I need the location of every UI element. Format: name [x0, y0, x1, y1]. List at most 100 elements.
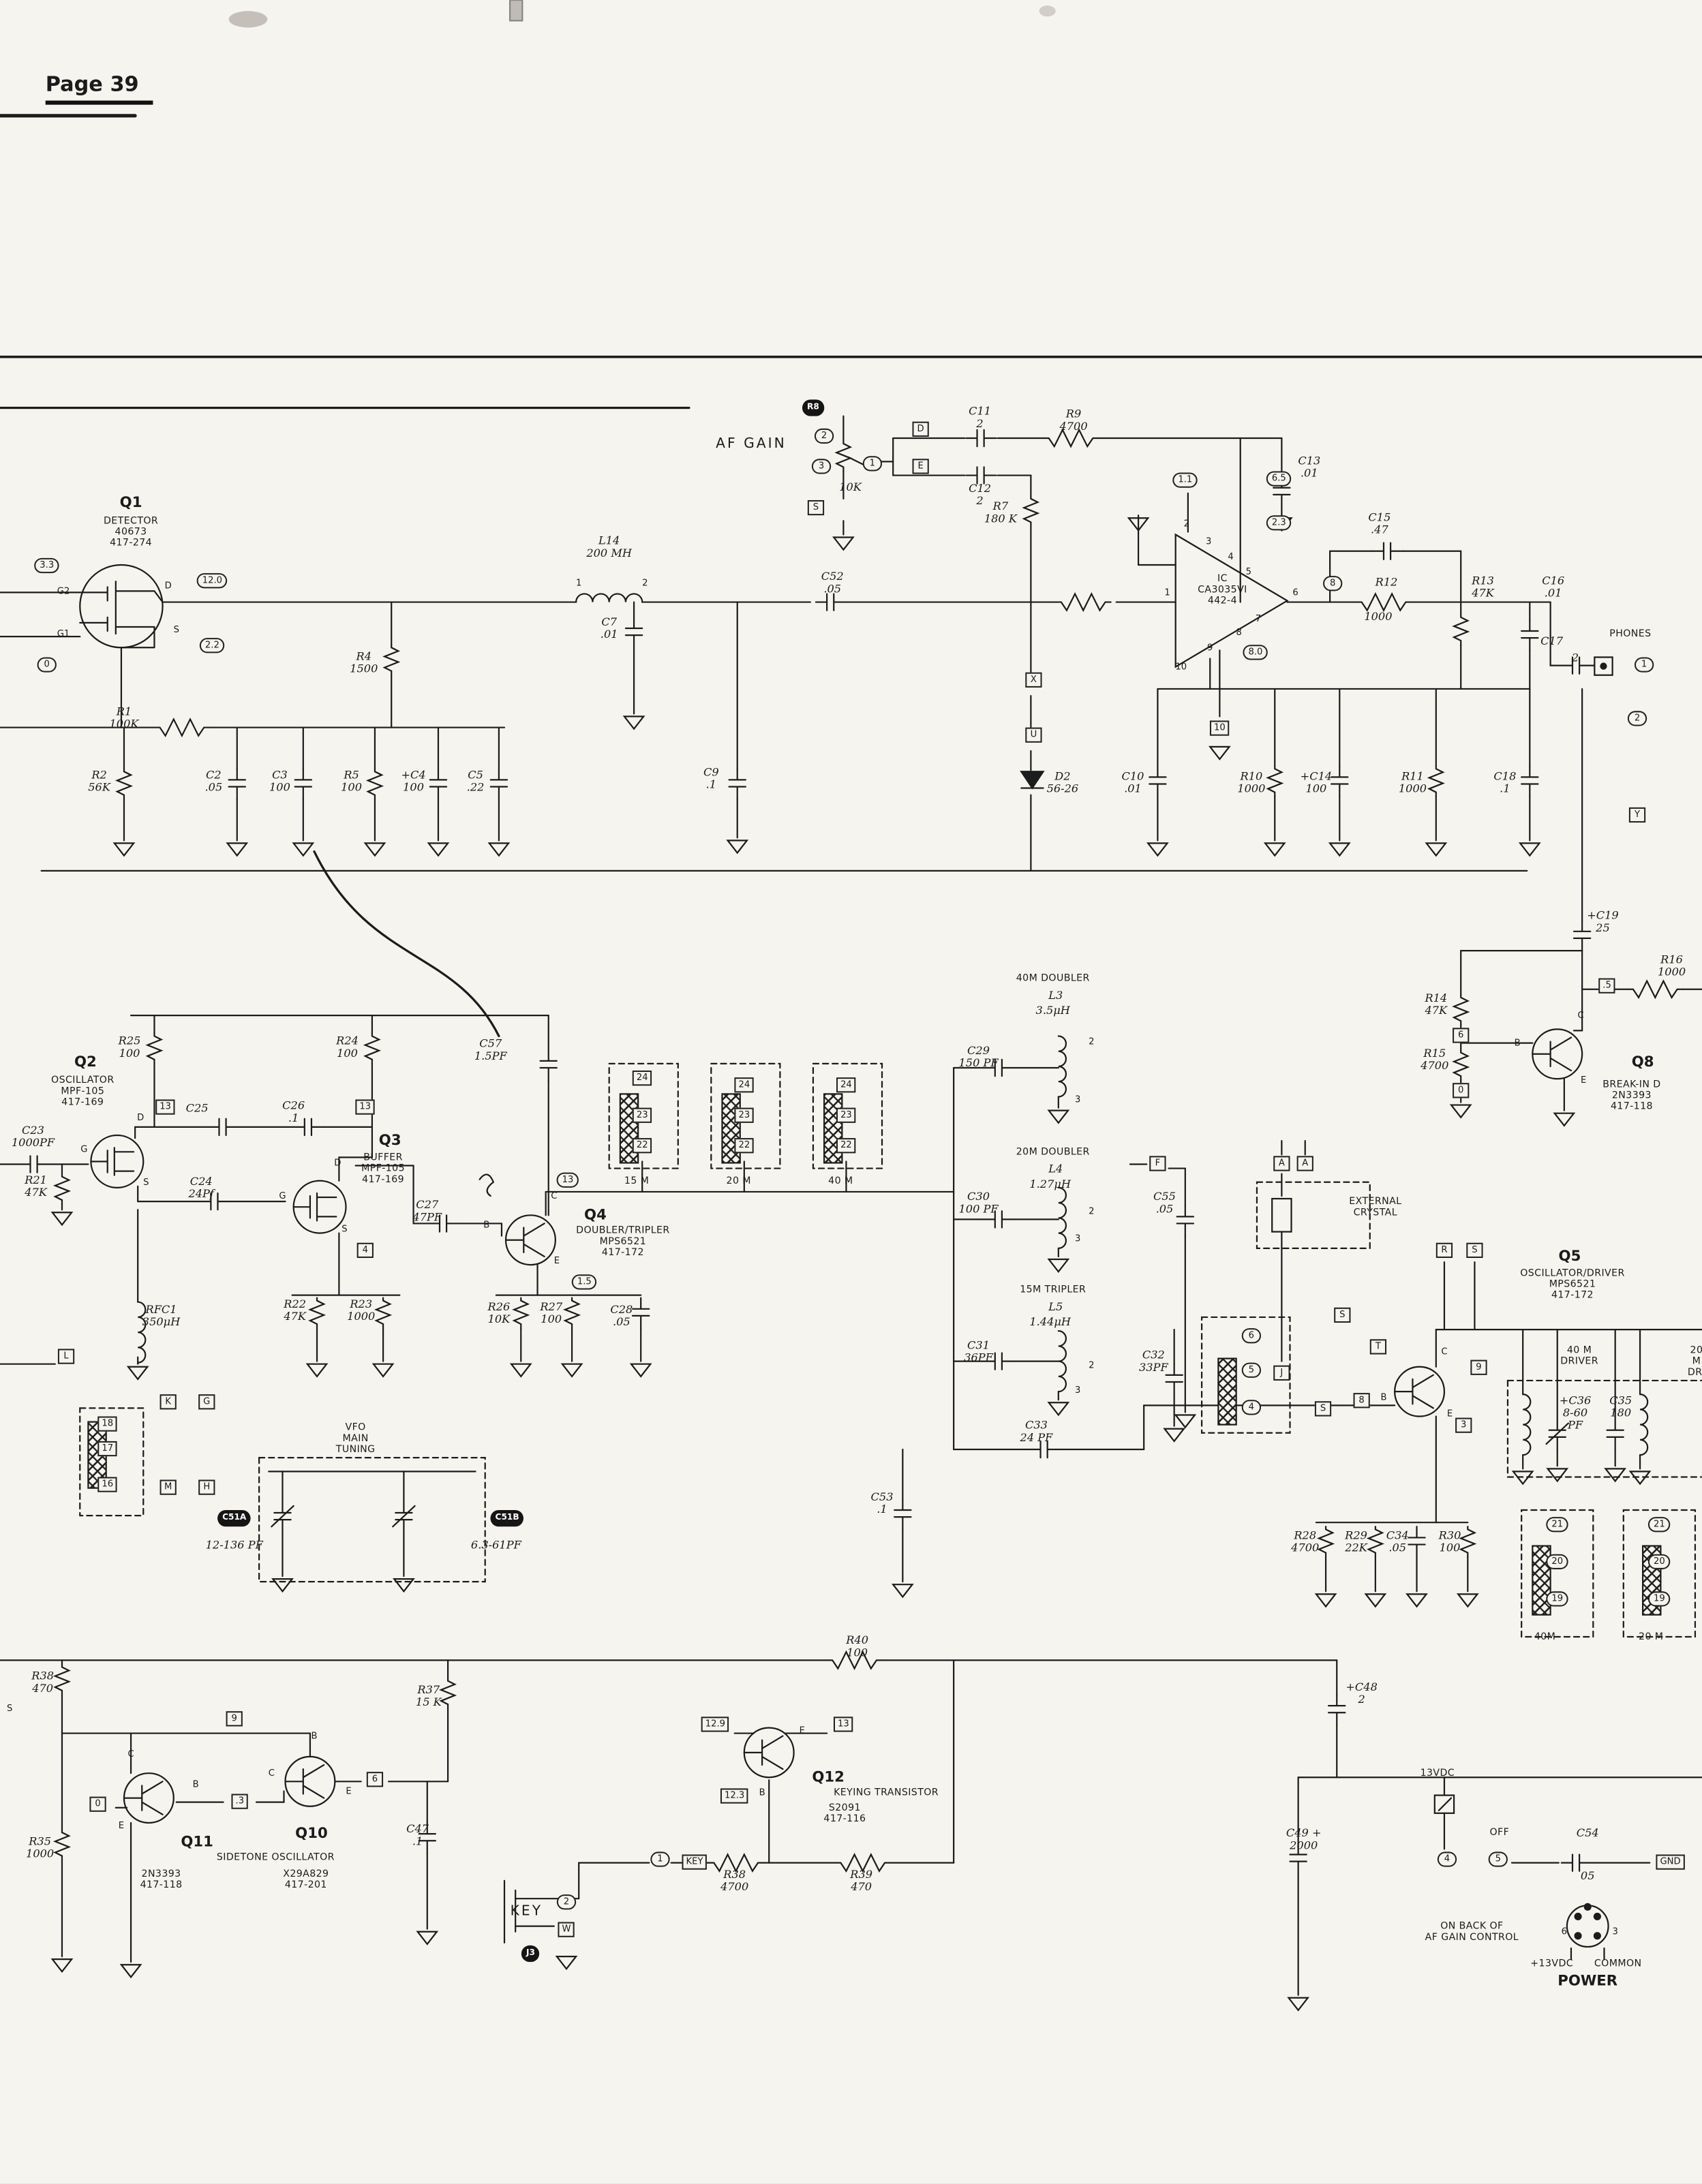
- label-r30: R30 100: [1438, 1529, 1461, 1555]
- label-2: 2: [814, 428, 834, 444]
- label-13: 13: [833, 1717, 853, 1733]
- chh-symbol: [1560, 1854, 1593, 1872]
- label-05: 05: [1580, 1869, 1595, 1882]
- cvv-symbol: [631, 1297, 650, 1329]
- crystal-symbol: [1271, 1197, 1292, 1233]
- label-6: 6: [1241, 1328, 1262, 1344]
- label-20-m: 20 M DRI: [1687, 1344, 1702, 1379]
- ground-symbol: [1174, 1414, 1196, 1428]
- rv-symbol: [375, 1297, 391, 1329]
- label-20m-doubler: 20M DOUBLER: [1016, 1146, 1090, 1158]
- label-6: 6: [1561, 1926, 1568, 1937]
- phones-jack: [1594, 656, 1613, 676]
- dashed-enclosure: [710, 1062, 781, 1169]
- cvv-symbol: [1606, 1418, 1624, 1451]
- q3-part: BUFFER MPF-105 417-169: [361, 1152, 406, 1186]
- label-12.3: 12.3: [720, 1788, 749, 1804]
- rv-symbol: [1318, 1526, 1334, 1558]
- c51b-dot: C51B: [490, 1510, 524, 1527]
- rv-symbol: [564, 1297, 580, 1329]
- supply-label: 13VDC: [1420, 1768, 1455, 1779]
- coil-symbol: [1057, 1186, 1067, 1249]
- label-c5: C5 .22: [466, 769, 485, 794]
- label-2.3: 2.3: [1266, 515, 1292, 532]
- chh-symbol: [965, 429, 997, 448]
- label-c29: C29 150 PF: [958, 1044, 999, 1070]
- label-24: 24: [734, 1077, 755, 1094]
- ground-symbol: [623, 716, 645, 730]
- label-c28: C28 .05: [610, 1303, 633, 1329]
- label-9: 9: [1470, 1359, 1487, 1376]
- rv-symbol: [1267, 765, 1283, 797]
- key-label: KEY: [510, 1904, 543, 1920]
- label-10: 10: [1209, 720, 1230, 737]
- label-r27: R27 100: [540, 1300, 563, 1326]
- r8-dot: R8: [802, 399, 824, 416]
- label-r25: R25 100: [118, 1034, 141, 1060]
- label-+c4: +C4 100: [401, 769, 426, 794]
- ground-symbol: [511, 1363, 532, 1377]
- ground-symbol: [1605, 1468, 1626, 1482]
- label-2: 2: [1571, 651, 1579, 664]
- label-r24: R24 100: [336, 1034, 359, 1060]
- label-c55: C55 .05: [1153, 1190, 1176, 1216]
- label-20: 20: [1647, 1554, 1671, 1570]
- ground-symbol: [1553, 1112, 1575, 1127]
- label-s: S: [341, 1223, 348, 1235]
- coil-symbol: [1522, 1394, 1532, 1456]
- label-3.3: 3.3: [34, 557, 60, 574]
- ground-symbol: [120, 1964, 142, 1978]
- cvv-symbol: [624, 616, 643, 649]
- vc-symbol: [392, 1501, 416, 1533]
- dashed-enclosure: [812, 1062, 883, 1169]
- external-crystal-label: EXTERNAL CRYSTAL: [1349, 1196, 1402, 1218]
- fet-symbol: [292, 1180, 347, 1234]
- label-key: KEY: [682, 1854, 708, 1871]
- label-15-m: 15 M: [624, 1175, 650, 1186]
- chh-symbol: [1371, 542, 1404, 561]
- ground-symbol: [727, 840, 748, 854]
- label-1: 1: [1634, 657, 1654, 673]
- ground-symbol: [372, 1363, 394, 1377]
- ground-symbol: [488, 842, 510, 857]
- ground-symbol: [1315, 1593, 1337, 1608]
- label-r13: R13 47K: [1472, 574, 1494, 600]
- rv-symbol: [116, 768, 132, 800]
- label-r23: R23 1000: [347, 1297, 376, 1323]
- npn-symbol: [1532, 1028, 1583, 1080]
- label-r40: R40 100: [846, 1633, 869, 1659]
- rv-symbol: [1428, 765, 1444, 797]
- label-22: 22: [632, 1138, 652, 1154]
- dashed-enclosure: [258, 1457, 486, 1583]
- label-22: 22: [734, 1138, 755, 1154]
- ground-symbol: [833, 536, 854, 551]
- dashed-enclosure: [79, 1407, 145, 1517]
- label-2: 2: [1627, 711, 1647, 727]
- rv-symbol: [1460, 1526, 1476, 1558]
- label-r16: R16 1000: [1657, 953, 1686, 979]
- label-w: W: [558, 1922, 575, 1938]
- power-switch: [1433, 1794, 1455, 1814]
- ground-symbol: [630, 1363, 652, 1377]
- label-c3: C3 100: [269, 769, 290, 794]
- label-9: 9: [1207, 642, 1213, 653]
- label-l4: L4: [1048, 1163, 1063, 1175]
- label-12-136-pf: 12-136 PF: [205, 1539, 263, 1552]
- ground-symbol: [1048, 1109, 1069, 1124]
- label-+c19: +C19 25: [1587, 909, 1619, 935]
- label-0: 0: [89, 1796, 106, 1813]
- label-r9: R9 4700: [1059, 407, 1088, 433]
- ground-symbol: [892, 1584, 913, 1598]
- label-r38: R38 470: [31, 1670, 55, 1695]
- vc-symbol: [271, 1501, 294, 1533]
- ground-symbol: [1365, 1593, 1386, 1608]
- label-c24: C24 24Pf: [188, 1175, 214, 1201]
- label-e: E: [1581, 1075, 1587, 1086]
- label-r14: R14 47K: [1425, 991, 1448, 1017]
- label-1: 1: [576, 577, 582, 589]
- dashed-enclosure: [1256, 1181, 1371, 1249]
- label-c9: C9 .1: [703, 766, 719, 791]
- ground-symbol: [292, 842, 314, 857]
- chh-symbol: [965, 466, 997, 485]
- cvv-symbol: [1521, 765, 1539, 797]
